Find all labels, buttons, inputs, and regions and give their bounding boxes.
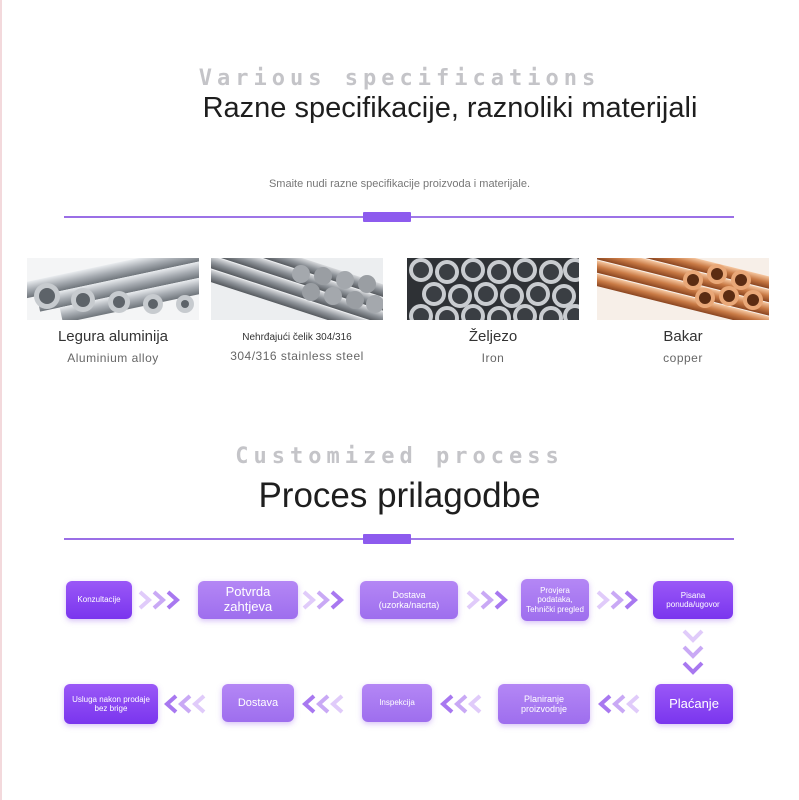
aluminium-tubes-image	[27, 258, 199, 320]
chevrons-left	[598, 694, 640, 714]
section1-title: Razne specifikacije, raznoliki materijal…	[202, 92, 698, 124]
process-step-inspection: Inspekcija	[362, 684, 432, 722]
chevron-down-icon	[682, 645, 704, 659]
material-name: Bakar	[663, 328, 703, 345]
chevron-right-icon	[138, 590, 152, 610]
chevron-left-icon	[192, 694, 206, 714]
process-step-delivery-sample: Dostava (uzorka/nacrta)	[360, 581, 458, 619]
chevron-right-icon	[624, 590, 638, 610]
chevron-right-icon	[494, 590, 508, 610]
chevron-right-icon	[330, 590, 344, 610]
section2-english-heading: Customized process	[235, 444, 564, 469]
process-step-written-offer: Pisana ponuda/ugovor	[653, 581, 733, 619]
section1-subtitle: Smaite nudi razne specifikacije proizvod…	[268, 178, 531, 190]
chevrons-down	[681, 628, 705, 676]
chevrons-right	[596, 590, 638, 610]
process-step-consultation: Konzultacije	[66, 581, 132, 619]
chevron-down-icon	[682, 629, 704, 643]
chevron-left-icon	[330, 694, 344, 714]
chevron-right-icon	[466, 590, 480, 610]
left-edge-line	[0, 0, 2, 800]
material-name: Željezo	[468, 328, 518, 345]
material-english-name: 304/316 stainless steel	[230, 349, 364, 363]
process-step-data-verification: Provjera podataka, Tehnički pregled	[521, 579, 589, 621]
chevrons-left	[440, 694, 482, 714]
chevrons-left	[302, 694, 344, 714]
chevrons-right	[302, 590, 344, 610]
material-name: Nehrđajući čelik 304/316	[242, 332, 352, 343]
chevron-right-icon	[152, 590, 166, 610]
chevron-left-icon	[612, 694, 626, 714]
material-iron: Željezo Iron	[404, 258, 582, 365]
material-english-name: copper	[663, 351, 703, 365]
material-stainless-steel: Nehrđajući čelik 304/316 304/316 stainle…	[208, 258, 386, 363]
process-step-after-sales: Usluga nakon prodaje bez brige	[64, 684, 158, 724]
chevron-left-icon	[164, 694, 178, 714]
process-step-payment: Plaćanje	[655, 684, 733, 724]
material-aluminium: Legura aluminija Aluminium alloy	[24, 258, 202, 365]
chevron-right-icon	[166, 590, 180, 610]
chevron-left-icon	[178, 694, 192, 714]
chevron-right-icon	[316, 590, 330, 610]
chevron-left-icon	[316, 694, 330, 714]
steel-bars-image	[211, 258, 383, 320]
copper-tubes-image	[597, 258, 769, 320]
material-english-name: Aluminium alloy	[67, 351, 159, 365]
material-english-name: Iron	[481, 351, 505, 365]
chevron-right-icon	[610, 590, 624, 610]
chevron-left-icon	[302, 694, 316, 714]
chevron-left-icon	[626, 694, 640, 714]
process-step-delivery: Dostava	[222, 684, 294, 722]
chevron-left-icon	[468, 694, 482, 714]
chevrons-right	[138, 590, 180, 610]
section2-divider-mark	[363, 534, 411, 544]
section1-divider-mark	[363, 212, 411, 222]
chevrons-left	[164, 694, 206, 714]
chevron-left-icon	[454, 694, 468, 714]
chevron-right-icon	[596, 590, 610, 610]
process-step-requirement-confirmation: Potvrda zahtjeva	[198, 581, 298, 619]
chevron-down-icon	[682, 661, 704, 675]
iron-tubes-image	[407, 258, 579, 320]
chevrons-right	[466, 590, 508, 610]
material-name: Legura aluminija	[57, 328, 169, 345]
chevron-left-icon	[440, 694, 454, 714]
process-step-production-planning: Planiranje proizvodnje	[498, 684, 590, 724]
chevron-right-icon	[480, 590, 494, 610]
section2-title: Proces prilagodbe	[258, 476, 541, 515]
chevron-right-icon	[302, 590, 316, 610]
chevron-left-icon	[598, 694, 612, 714]
section1-english-heading: Various specifications	[198, 66, 601, 91]
material-copper: Bakar copper	[594, 258, 772, 365]
